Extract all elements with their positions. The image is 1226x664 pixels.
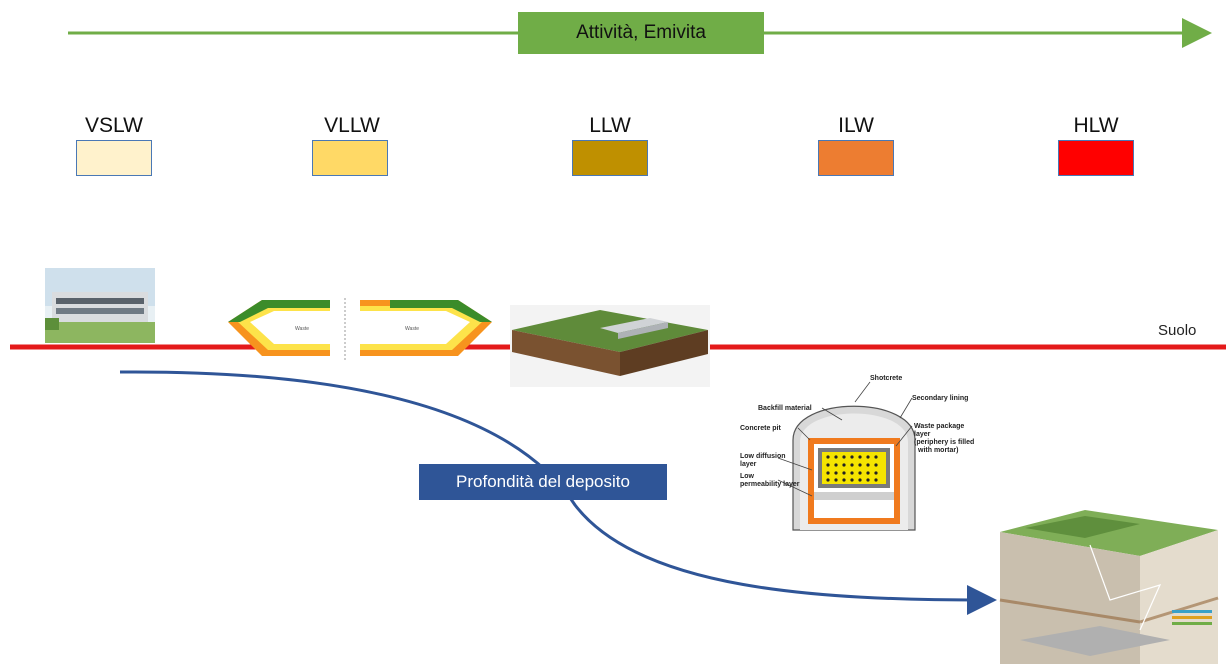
label-waste-package-3: (periphery is filled bbox=[914, 439, 974, 446]
label-low-perm-1: Low bbox=[740, 473, 755, 480]
category-label-vllw: VLLW bbox=[324, 114, 380, 137]
category-label-vslw: VSLW bbox=[85, 114, 143, 137]
label-secondary-lining: Secondary lining bbox=[912, 395, 968, 402]
category-label-ilw: ILW bbox=[838, 114, 874, 137]
deep-geological-repository-image bbox=[999, 510, 1219, 664]
label-waste-package-4: with mortar) bbox=[917, 447, 958, 454]
label-low-perm-2: permeability layer bbox=[740, 481, 800, 488]
category-swatch-vslw bbox=[76, 140, 152, 176]
category-swatch-hlw bbox=[1058, 140, 1134, 176]
intermediate-depth-tunnel-image: Shotcrete Secondary lining Backfill mate… bbox=[740, 375, 974, 531]
category-swatch-vllw bbox=[312, 140, 388, 176]
label-concrete-pit: Concrete pit bbox=[740, 425, 782, 432]
category-swatch-llw bbox=[572, 140, 648, 176]
trench-label-left: Waste bbox=[295, 326, 309, 332]
near-surface-trench-image: Waste Waste bbox=[228, 296, 492, 362]
category-label-hlw: HLW bbox=[1073, 114, 1119, 137]
label-waste-package-1: Waste package bbox=[914, 423, 964, 430]
category-swatch-ilw bbox=[818, 140, 894, 176]
label-waste-package-2: layer bbox=[914, 431, 931, 438]
depth-label: Profondità del deposito bbox=[419, 464, 667, 500]
label-low-diffusion-1: Low diffusion bbox=[740, 453, 786, 460]
category-label-llw: LLW bbox=[589, 114, 631, 137]
engineered-vault-image bbox=[510, 305, 710, 387]
surface-storage-building-image bbox=[45, 268, 155, 343]
depth-curve bbox=[119, 370, 997, 615]
label-backfill: Backfill material bbox=[758, 405, 812, 412]
trench-label-right: Waste bbox=[405, 326, 419, 332]
ground-label: Suolo bbox=[1158, 322, 1197, 339]
label-low-diffusion-2: layer bbox=[740, 461, 757, 468]
activity-half-life-label: Attività, Emivita bbox=[518, 12, 764, 54]
label-shotcrete: Shotcrete bbox=[870, 375, 902, 382]
